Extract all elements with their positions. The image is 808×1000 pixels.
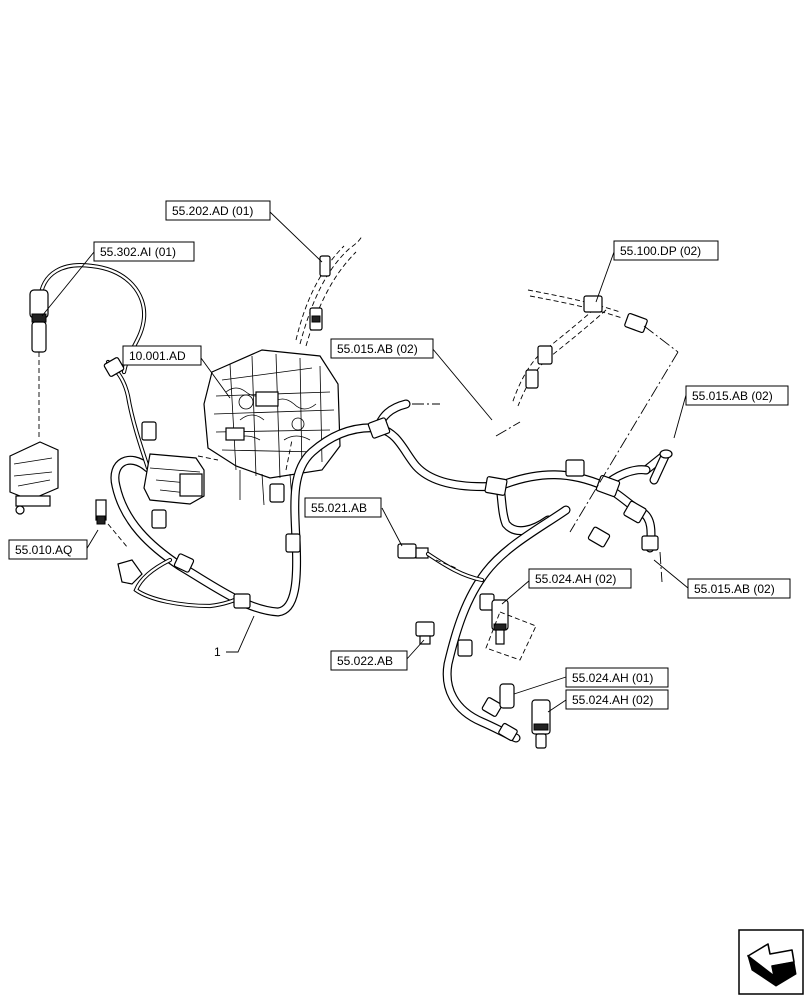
callout-55-015-ab-02-upper: 55.015.AB (02)	[330, 338, 434, 359]
callout-text: 55.202.AD (01)	[172, 204, 253, 218]
callout-55-022-ab: 55.022.AB	[330, 650, 408, 671]
callout-text: 55.022.AB	[337, 654, 393, 668]
callout-55-021-ab: 55.021.AB	[304, 497, 382, 518]
callout-text: 55.100.DP (02)	[620, 244, 701, 258]
engine-block	[203, 349, 341, 506]
callout-text: 55.302.AI (01)	[100, 245, 176, 259]
callout-55-010-aq: 55.010.AQ	[8, 539, 88, 560]
solenoid-55024-upper	[485, 599, 537, 661]
callout-text: 10.001.AD	[129, 349, 186, 363]
solenoid-55024-lower	[499, 683, 551, 749]
right-hose	[649, 449, 673, 485]
sensor-55022	[415, 621, 435, 645]
callout-text: 55.024.AH (02)	[535, 572, 616, 586]
upper-right-harness-segment	[511, 289, 648, 407]
callout-text: 55.010.AQ	[15, 543, 72, 557]
callout-text: 55.015.AB (02)	[337, 342, 418, 356]
callout-10-001-ad: 10.001.AD	[122, 345, 202, 366]
leader-lines	[41, 211, 689, 713]
electronic-module	[95, 453, 205, 585]
upper-harness-segment	[295, 235, 363, 347]
page-navigation-arrow-icon[interactable]	[738, 929, 804, 995]
seat-switch-sensor	[9, 289, 59, 515]
callout-55-024-ah-01: 55.024.AH (01)	[565, 667, 669, 688]
callout-text: 55.015.AB (02)	[694, 582, 775, 596]
sensor-55021	[397, 543, 485, 583]
callout-text: 55.024.AH (02)	[572, 693, 653, 707]
callout-text: 55.021.AB	[311, 501, 367, 515]
item-number-label: 1	[214, 645, 221, 659]
callout-55-024-ah-02-upper: 55.024.AH (02)	[528, 568, 632, 589]
callout-55-015-ab-02-lower: 55.015.AB (02)	[687, 578, 791, 599]
callout-55-202-ad-01: 55.202.AD (01)	[165, 200, 271, 221]
callout-text: 55.024.AH (01)	[572, 671, 653, 685]
callout-55-024-ah-02-lower: 55.024.AH (02)	[565, 689, 669, 710]
callout-text: 55.015.AB (02)	[692, 389, 773, 403]
callout-55-015-ab-02-right: 55.015.AB (02)	[685, 385, 789, 406]
callout-55-302-ai-01: 55.302.AI (01)	[93, 241, 195, 262]
harness-connectors	[103, 357, 659, 742]
reference-lines	[107, 325, 679, 583]
callout-55-100-dp-02: 55.100.DP (02)	[613, 240, 719, 261]
